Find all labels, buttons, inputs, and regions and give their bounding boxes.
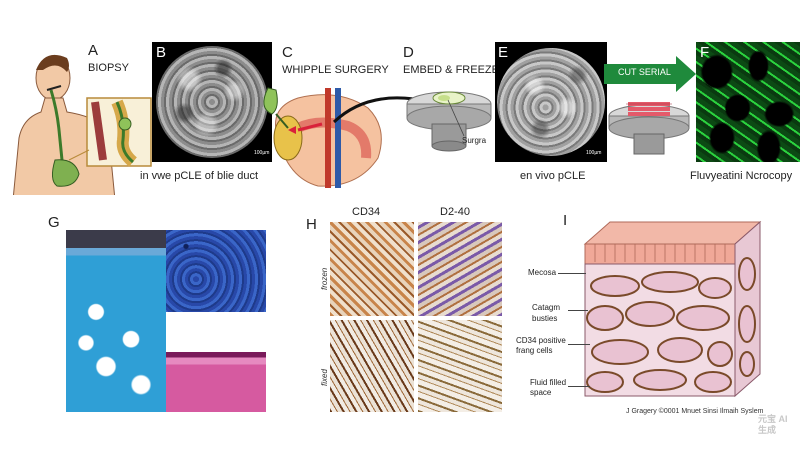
whipple-illustration	[263, 87, 382, 188]
panel-letter-g: G	[48, 214, 60, 231]
panel-letter-b: B	[156, 44, 167, 61]
label-fluid-space: Fluid filled space	[530, 378, 567, 397]
panel-letter-i: I	[563, 212, 568, 229]
panel-letter-h: H	[306, 216, 317, 233]
leader-fluid-space	[568, 386, 590, 387]
ihc-fixed-d240	[418, 320, 502, 412]
cut-serial-arrow	[604, 56, 696, 92]
tissue-block-illustration	[583, 220, 762, 398]
ihc-row-frozen: frozen	[320, 267, 329, 290]
cut-serial-label: CUT SERIAL	[618, 67, 671, 77]
panel-g-gap	[166, 312, 266, 344]
panel-letter-e: E	[498, 44, 509, 61]
he-pink-image	[166, 344, 266, 412]
ihc-frozen-d240	[418, 222, 502, 316]
panel-d-title: EMBED & FREEZE	[403, 64, 499, 76]
pcle-image-e	[497, 48, 605, 156]
panel-letter-d: D	[403, 44, 414, 61]
specimen-label-d: Surgra	[462, 136, 487, 145]
trichrome-large-image	[66, 230, 166, 412]
panel-c-title: WHIPPLE SURGERY	[282, 64, 389, 76]
panel-e-caption: en vivo pCLE	[520, 170, 586, 182]
panel-b-caption: in vwe pCLE of blie duct	[140, 170, 259, 182]
panel-letter-a: A	[88, 42, 99, 59]
leader-mucosa	[558, 273, 586, 274]
pcle-frame-b	[152, 42, 272, 162]
fluorescence-image-f	[696, 42, 800, 162]
trichrome-blue-image	[166, 230, 266, 312]
cryostat-chuck-sections	[608, 102, 690, 155]
ihc-row-fixed: fixed	[320, 369, 329, 386]
panel-letter-f: F	[700, 44, 710, 61]
scale-bar-b: 100µm	[254, 150, 270, 156]
ihc-col-cd34: CD34	[352, 206, 381, 218]
scale-bar-e: 100µm	[586, 150, 602, 156]
ihc-frozen-cd34	[330, 222, 414, 316]
panel-letter-c: C	[282, 44, 293, 61]
pcle-frame-e	[495, 42, 607, 162]
ihc-fixed-cd34	[330, 320, 414, 412]
panel-a-title: BIOPSY	[88, 62, 129, 74]
label-cd34-cells: CD34 positive frang cells	[516, 336, 566, 355]
leader-cd34-cells	[568, 344, 590, 345]
biopsy-illustration	[12, 54, 152, 195]
cryostat-chuck-d	[406, 91, 492, 152]
panel-f-caption: Fluvyeatini Ncrocopy	[690, 170, 793, 182]
pcle-image-b	[156, 46, 268, 158]
watermark: 元宝 AI生成	[758, 414, 788, 435]
leader-collagen	[568, 310, 588, 311]
credit-text: J Gragery ©0001 Mnuet Sinsi Ilmaih Sysle…	[626, 408, 764, 415]
label-mucosa: Mecosa	[528, 268, 557, 277]
ihc-col-d240: D2-40	[440, 206, 470, 218]
label-collagen: Catagm busties	[532, 303, 561, 323]
